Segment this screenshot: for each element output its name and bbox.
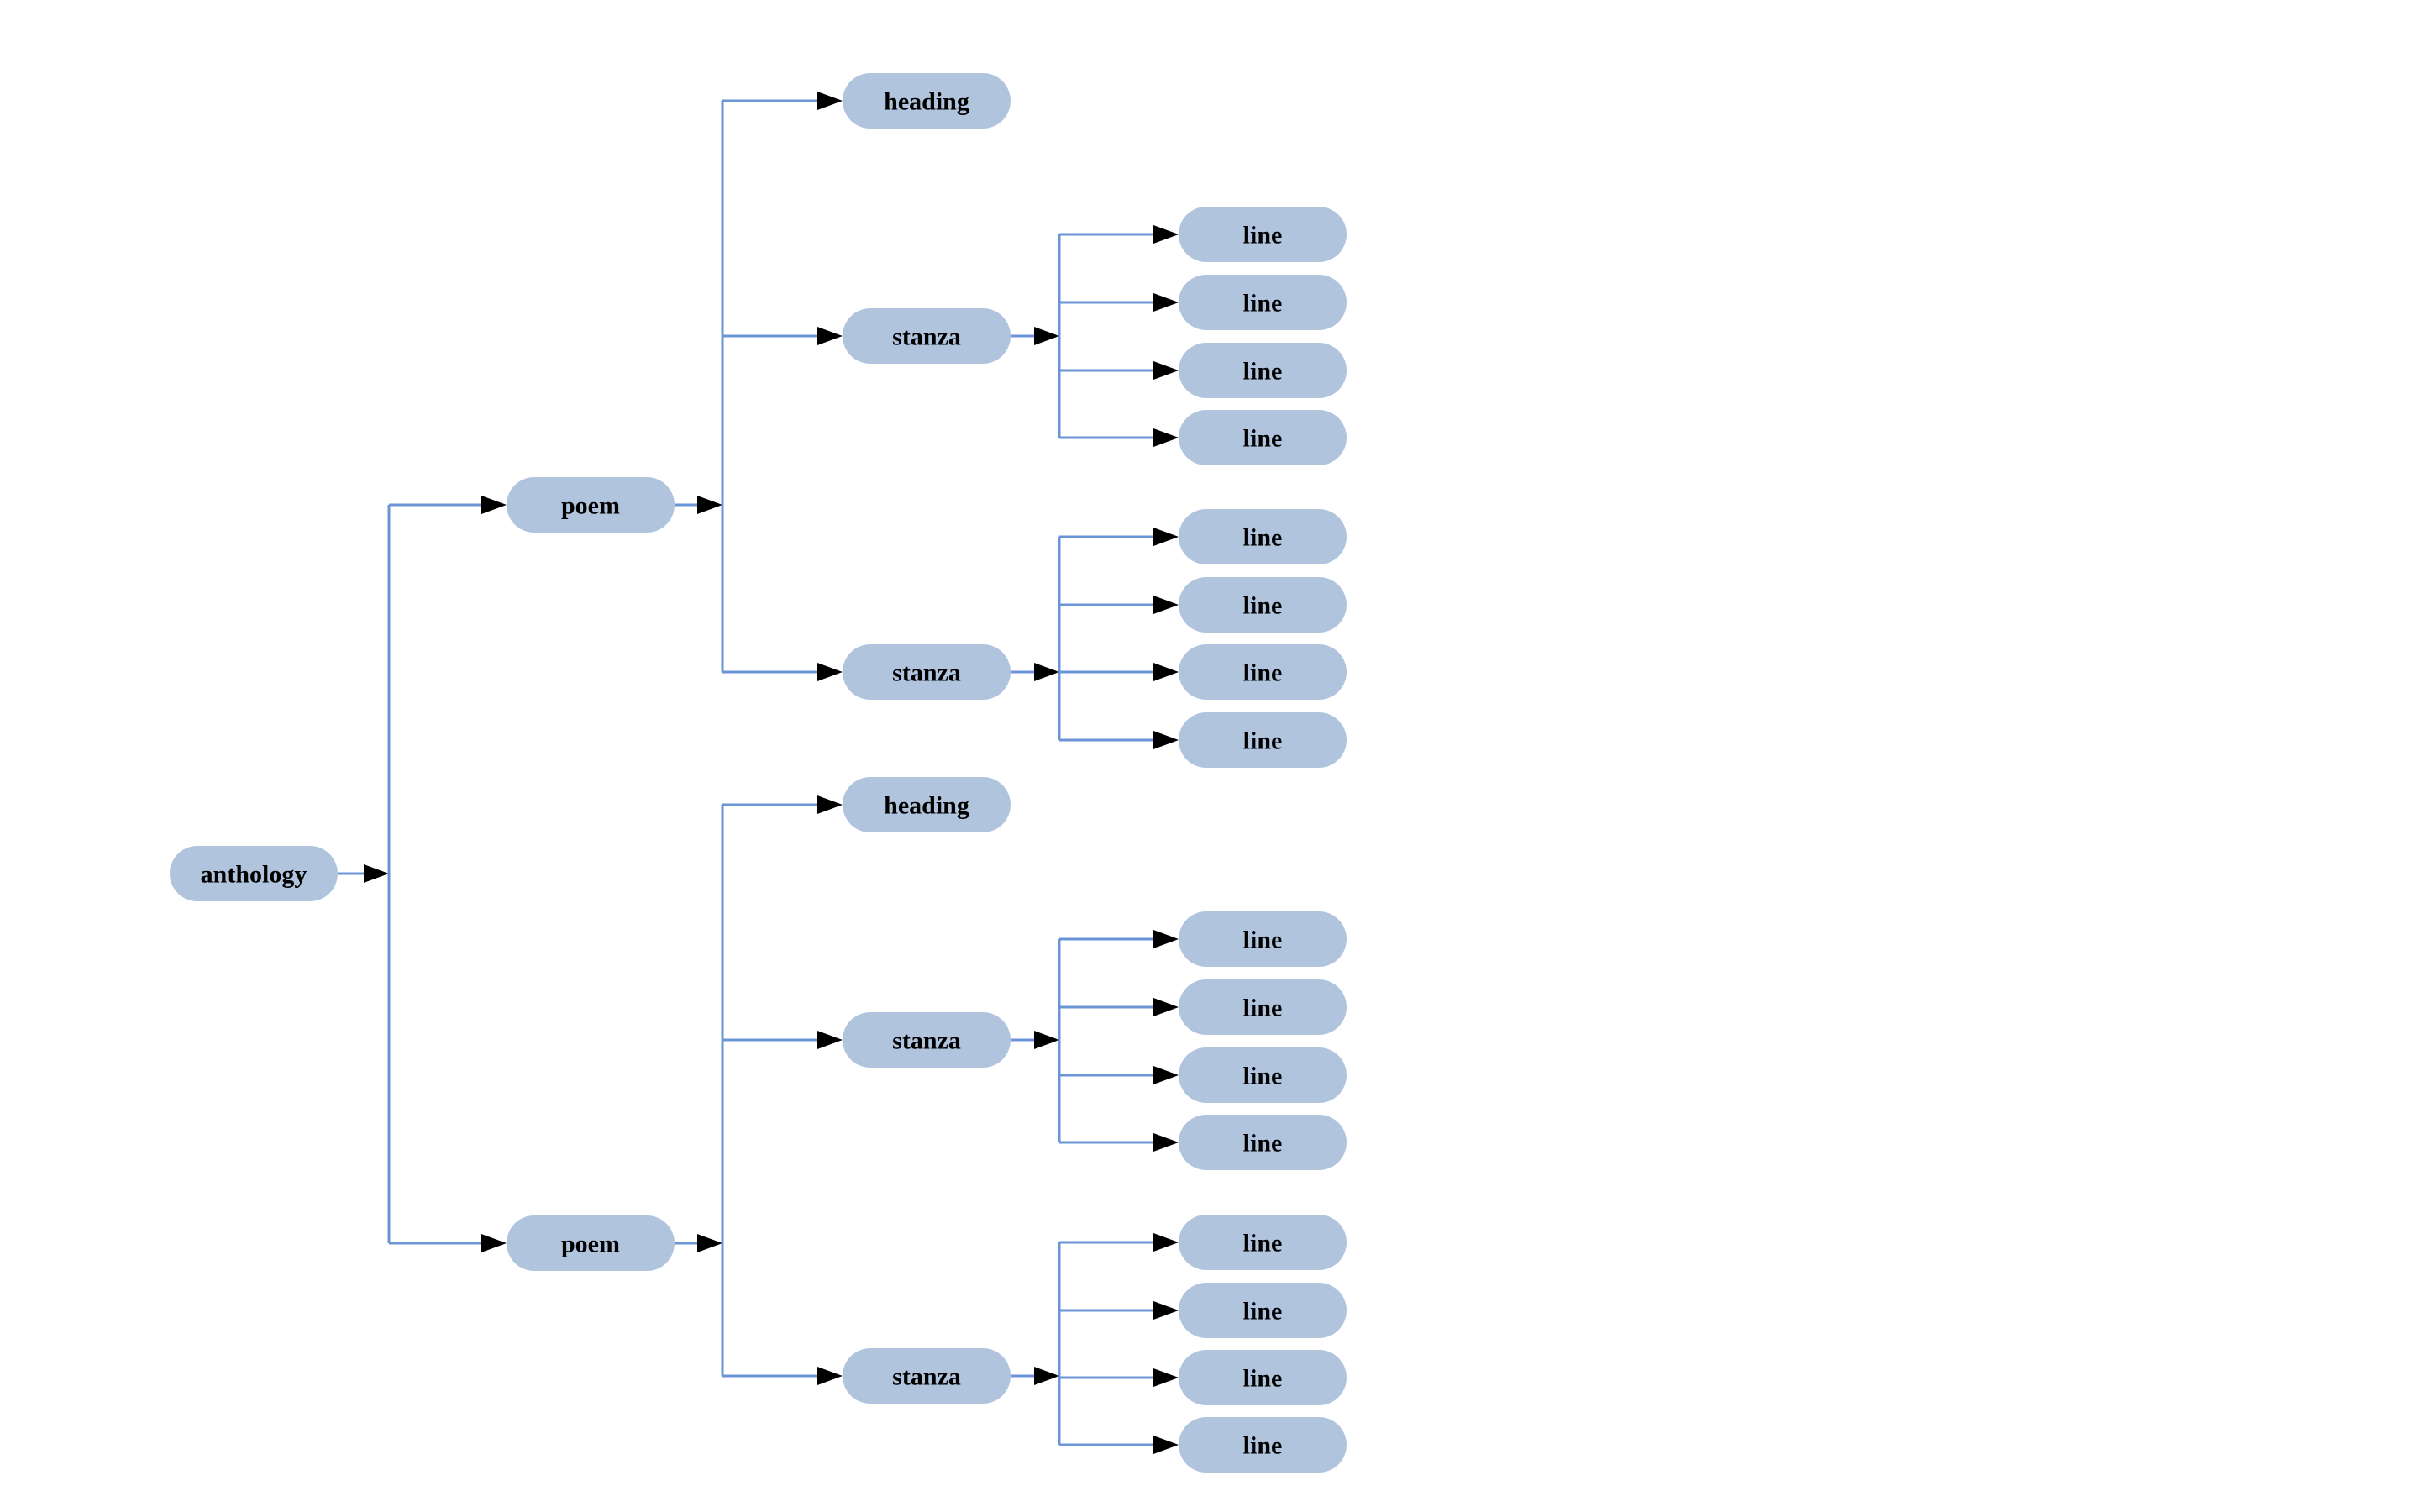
node-label-line-1-3: line [1243, 358, 1283, 386]
node-heading-1 [843, 73, 1011, 129]
arrowhead-stub-anthology [364, 864, 389, 883]
node-line-3-1 [1179, 911, 1347, 967]
arrowhead-stub-stanza-2 [1034, 663, 1059, 681]
arrowhead-poem-2-to-heading-2 [817, 795, 843, 814]
nodes-layer: anthology poem poem heading stanza stanza head… [170, 73, 1347, 1473]
node-label-line-2-2: line [1243, 592, 1283, 620]
node-label-line-4-1: line [1243, 1230, 1283, 1257]
arrowhead-stanza-2-to-line-2-4 [1153, 731, 1179, 749]
arrowhead-poem-2-to-stanza-4 [817, 1367, 843, 1385]
node-label-heading-1: heading [884, 88, 969, 116]
node-heading-2 [843, 777, 1011, 832]
node-line-3-2 [1179, 979, 1347, 1035]
node-line-3-4 [1179, 1115, 1347, 1170]
node-line-4-3 [1179, 1350, 1347, 1405]
node-stanza-3 [843, 1012, 1011, 1068]
arrowhead-stub-stanza-4 [1034, 1367, 1059, 1385]
arrowhead-stub-stanza-1 [1034, 327, 1059, 345]
node-label-line-2-3: line [1243, 659, 1283, 687]
node-line-1-4 [1179, 410, 1347, 465]
node-label-line-1-4: line [1243, 425, 1283, 453]
node-label-stanza-1: stanza [892, 323, 961, 351]
node-line-1-2 [1179, 275, 1347, 330]
node-line-2-4 [1179, 712, 1347, 768]
arrowhead-stanza-2-to-line-2-2 [1153, 596, 1179, 614]
node-label-line-1-1: line [1243, 222, 1283, 249]
node-label-stanza-4: stanza [892, 1363, 961, 1391]
arrowhead-poem-1-to-heading-1 [817, 92, 843, 110]
arrowhead-stub-poem-1 [697, 496, 722, 514]
arrowhead-stanza-3-to-line-3-2 [1153, 998, 1179, 1016]
arrowhead-stanza-4-to-line-4-2 [1153, 1301, 1179, 1320]
node-stanza-4 [843, 1348, 1011, 1404]
node-line-4-1 [1179, 1215, 1347, 1270]
node-anthology [170, 846, 338, 901]
arrowhead-anthology-to-poem-1 [481, 496, 507, 514]
arrowhead-poem-1-to-stanza-2 [817, 663, 843, 681]
arrowhead-stanza-4-to-line-4-4 [1153, 1436, 1179, 1454]
node-line-1-1 [1179, 207, 1347, 262]
arrowhead-stanza-2-to-line-2-3 [1153, 663, 1179, 681]
arrowhead-stanza-2-to-line-2-1 [1153, 528, 1179, 546]
arrowhead-stanza-4-to-line-4-3 [1153, 1368, 1179, 1387]
arrowhead-stanza-3-to-line-3-4 [1153, 1133, 1179, 1152]
node-label-line-3-3: line [1243, 1063, 1283, 1090]
node-poem-1 [507, 477, 675, 533]
node-label-line-1-2: line [1243, 290, 1283, 318]
node-label-line-3-1: line [1243, 927, 1283, 954]
arrowhead-stanza-1-to-line-1-2 [1153, 293, 1179, 312]
node-label-line-4-3: line [1243, 1365, 1283, 1393]
arrowhead-poem-1-to-stanza-1 [817, 327, 843, 345]
arrowhead-stanza-3-to-line-3-1 [1153, 930, 1179, 948]
node-line-2-2 [1179, 577, 1347, 633]
arrowhead-stub-stanza-3 [1034, 1031, 1059, 1049]
node-stanza-2 [843, 644, 1011, 700]
node-label-line-4-4: line [1243, 1432, 1283, 1460]
arrowhead-stanza-1-to-line-1-4 [1153, 428, 1179, 447]
node-label-stanza-3: stanza [892, 1027, 961, 1055]
node-label-poem-2: poem [561, 1231, 620, 1258]
arrowhead-stanza-1-to-line-1-3 [1153, 361, 1179, 380]
node-label-line-3-2: line [1243, 995, 1283, 1022]
node-line-2-3 [1179, 644, 1347, 700]
node-line-3-3 [1179, 1047, 1347, 1103]
node-line-1-3 [1179, 343, 1347, 398]
node-label-line-2-4: line [1243, 727, 1283, 755]
arrowhead-stub-poem-2 [697, 1234, 722, 1252]
node-stanza-1 [843, 308, 1011, 364]
node-line-4-2 [1179, 1283, 1347, 1338]
node-label-stanza-2: stanza [892, 659, 961, 687]
node-label-line-4-2: line [1243, 1298, 1283, 1326]
node-label-line-2-1: line [1243, 524, 1283, 552]
node-line-4-4 [1179, 1417, 1347, 1473]
edges-layer [338, 92, 1179, 1454]
arrowhead-poem-2-to-stanza-3 [817, 1031, 843, 1049]
node-label-anthology: anthology [201, 861, 307, 889]
arrowhead-stanza-1-to-line-1-1 [1153, 225, 1179, 244]
node-poem-2 [507, 1215, 675, 1271]
node-label-poem-1: poem [561, 492, 620, 520]
node-label-line-3-4: line [1243, 1130, 1283, 1158]
arrowhead-stanza-3-to-line-3-3 [1153, 1066, 1179, 1084]
node-line-2-1 [1179, 509, 1347, 564]
arrowhead-anthology-to-poem-2 [481, 1234, 507, 1252]
arrowhead-stanza-4-to-line-4-1 [1153, 1233, 1179, 1252]
node-label-heading-2: heading [884, 792, 969, 820]
